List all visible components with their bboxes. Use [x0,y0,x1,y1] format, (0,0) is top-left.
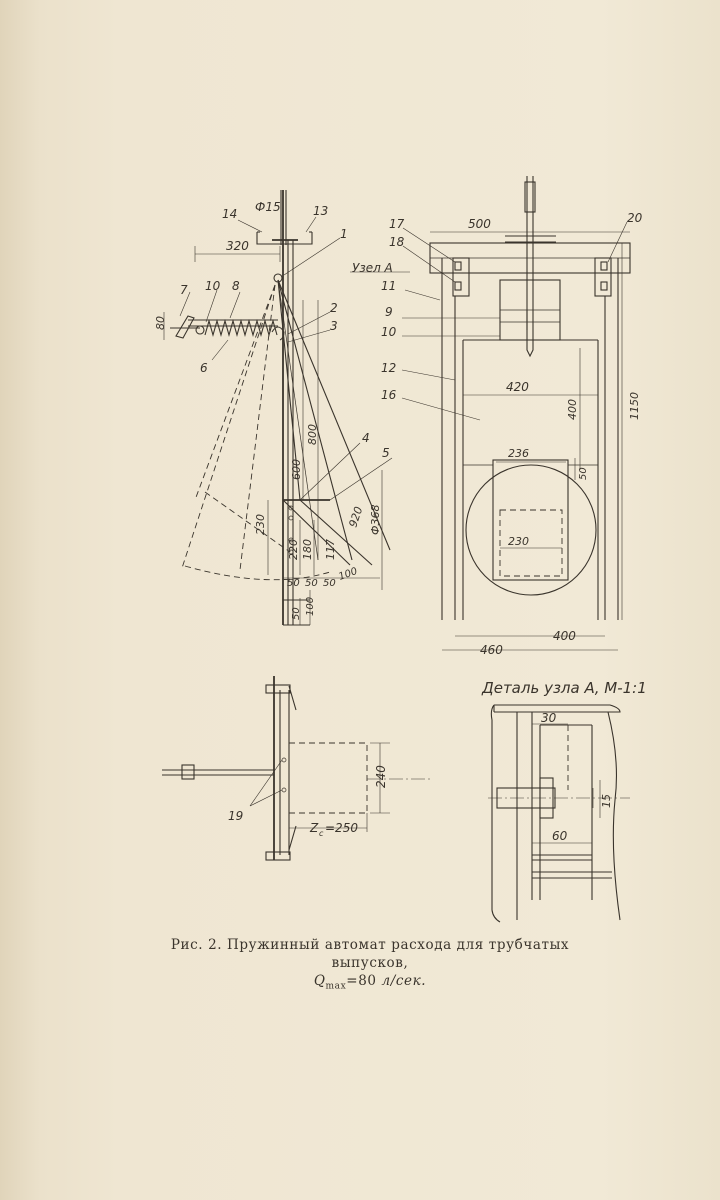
side-dim-80: 80 [154,316,167,330]
side-dim-800: 800 [306,424,319,445]
front-dim-460: 460 [480,643,503,657]
side-dim-100-base: 100 [305,597,316,616]
detail-dim-30: 30 [541,711,557,725]
side-dim-320: 320 [226,239,249,253]
caption-line-2: Qmax=80 л/сек. [150,972,590,996]
side-dim-220: 220 [287,539,300,560]
figure-caption: Рис. 2. Пружинный автомат расхода для тр… [150,936,590,996]
front-label-20: 20 [627,211,643,225]
caption-line-1: Рис. 2. Пружинный автомат расхода для тр… [170,937,570,971]
side-label-10: 10 [205,279,221,293]
plan-dim-z: Z [309,821,319,835]
caption-q: Q [313,973,326,989]
front-label-uzel-a: Узел А [352,261,393,275]
front-label-16: 16 [381,388,397,402]
side-label-7: 7 [180,283,188,297]
front-label-17: 17 [389,217,405,231]
detail-view: Деталь узла А, М-1:1 30 15 60 [481,679,647,923]
plan-label-19: 19 [228,809,243,823]
side-dim-600: 600 [290,459,303,480]
side-label-f15: Ф15 [255,200,281,214]
side-dim-100: 100 [337,566,359,583]
plan-dim-z-sub: c [319,829,324,838]
front-dim-420: 420 [506,380,529,394]
side-dim-920: 920 [346,505,365,529]
detail-dim-60: 60 [552,829,568,843]
side-label-14: 14 [222,207,237,221]
front-dim-500: 500 [468,217,491,231]
front-dim-400-h: 400 [553,629,576,643]
caption-q-sub: max [325,981,347,992]
front-dim-236: 236 [508,447,529,460]
side-label-8: 8 [232,279,240,293]
side-label-4: 4 [362,431,370,445]
side-view: 14 Ф15 13 1 7 10 8 2 3 6 4 5 320 80 600 … [154,190,393,626]
front-label-12: 12 [381,361,396,375]
side-dim-180: 180 [301,539,314,560]
front-dim-230: 230 [508,535,529,548]
side-dim-50-base: 50 [291,607,302,620]
front-label-10: 10 [381,325,397,339]
detail-dim-15: 15 [600,794,613,808]
side-dim-50c: 50 [323,578,336,589]
plan-dim-250: =250 [325,821,358,835]
caption-unit: л/сек. [381,973,427,989]
side-label-13: 13 [313,204,328,218]
front-dim-1150: 1150 [628,392,641,420]
side-label-2: 2 [330,301,338,315]
side-label-5: 5 [382,446,390,460]
front-view: 17 18 Узел А 11 9 10 12 16 20 500 420 40… [350,176,643,657]
plan-view: 19 240 Z c =250 [162,676,430,861]
side-dim-230: 230 [254,514,267,535]
caption-value: =80 [346,973,377,989]
front-dim-400-v: 400 [566,399,579,420]
front-label-9: 9 [385,305,393,319]
side-label-1: 1 [340,227,348,241]
plan-dim-240: 240 [374,765,388,788]
side-dim-50a: 50 [287,578,300,589]
front-dim-50: 50 [578,467,589,480]
side-label-3: 3 [330,319,338,333]
side-dim-50b: 50 [305,578,318,589]
front-label-11: 11 [381,279,396,293]
side-label-6: 6 [200,361,208,375]
detail-title: Деталь узла А, М-1:1 [481,679,647,697]
side-dim-117: 117 [324,539,337,560]
front-label-18: 18 [389,235,405,249]
side-dim-f368: Ф368 [369,505,382,535]
